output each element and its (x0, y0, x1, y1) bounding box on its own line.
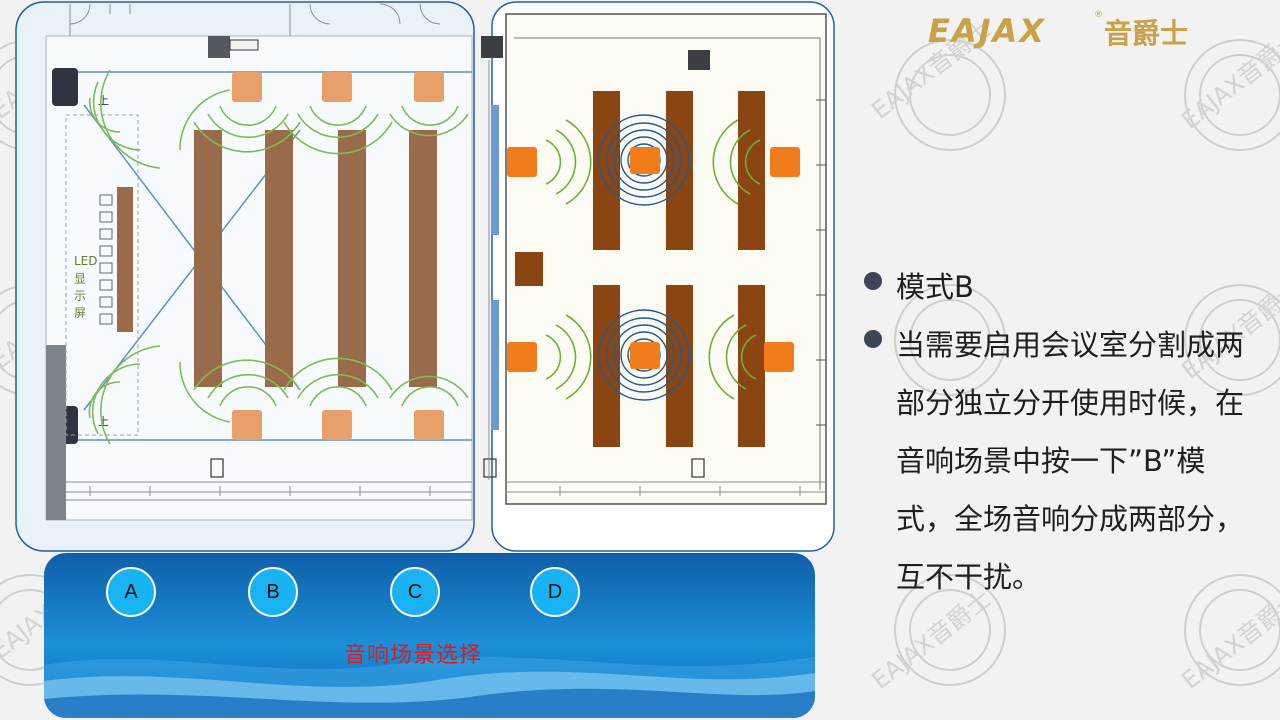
scene-d-button[interactable]: D (530, 567, 580, 617)
stair-up-label-top: 上 (98, 94, 109, 107)
lectern (515, 252, 543, 286)
sound-wave-group-right (545, 119, 761, 400)
table (738, 91, 765, 250)
table (409, 130, 437, 387)
logo-wordmark: EAJAX (928, 12, 1046, 50)
speaker (414, 72, 444, 102)
table (194, 130, 222, 387)
speaker (770, 147, 800, 177)
speaker (232, 410, 262, 440)
outlet (210, 458, 224, 478)
speaker (507, 342, 537, 372)
led-label-2: 显 (74, 272, 86, 286)
scene-b-button[interactable]: B (248, 567, 298, 617)
speaker (764, 342, 794, 372)
speaker (232, 72, 262, 102)
speaker (322, 410, 352, 440)
scene-c-button[interactable]: C (390, 567, 440, 617)
wave-decoration (44, 657, 815, 718)
scene-a-button[interactable]: A (106, 567, 156, 617)
led-label-4: 屏 (74, 306, 86, 320)
table (265, 130, 293, 387)
sound-wave-group-left (88, 69, 469, 445)
bullet-text: 当需要启用会议室分割成两部分独立分开使用时候，在音响场景中按一下”B”模式，全场… (896, 328, 1245, 594)
ceiling-speaker-rings (598, 114, 690, 401)
floor-plan: LED 显 示 屏 上 上 (15, 1, 835, 552)
scene-selector-title: 音响场景选择 (344, 643, 483, 668)
bullet-dot-icon (864, 330, 882, 348)
description-list: 模式B 当需要启用会议室分割成两部分独立分开使用时候，在音响场景中按一下”B”模… (862, 258, 1262, 606)
led-display-screen (117, 187, 133, 332)
speaker (630, 342, 660, 369)
logo-chinese-name: 音爵士 (1104, 17, 1189, 50)
outlet (691, 458, 705, 478)
scene-selector-bar: A B C D 音响场景选择 (44, 553, 815, 718)
bullet-dot-icon (864, 272, 882, 290)
speaker (630, 147, 660, 174)
led-label-3: 示 (74, 289, 86, 303)
bullet-text: 模式B (896, 270, 974, 304)
table (738, 285, 765, 447)
speaker (414, 410, 444, 440)
led-label-1: LED (74, 254, 98, 268)
speaker-cabinet-top-left (52, 68, 78, 106)
stair-up-label-bottom: 上 (98, 415, 109, 428)
brand-logo: EAJAX ® 音爵士 (928, 6, 1228, 50)
bullet-item: 当需要启用会议室分割成两部分独立分开使用时候，在音响场景中按一下”B”模式，全场… (862, 316, 1262, 606)
registered-mark: ® (1094, 10, 1103, 20)
speaker (322, 72, 352, 102)
table (338, 130, 366, 387)
bullet-item: 模式B (862, 258, 1262, 316)
speaker (507, 147, 537, 177)
outlet (483, 458, 497, 478)
